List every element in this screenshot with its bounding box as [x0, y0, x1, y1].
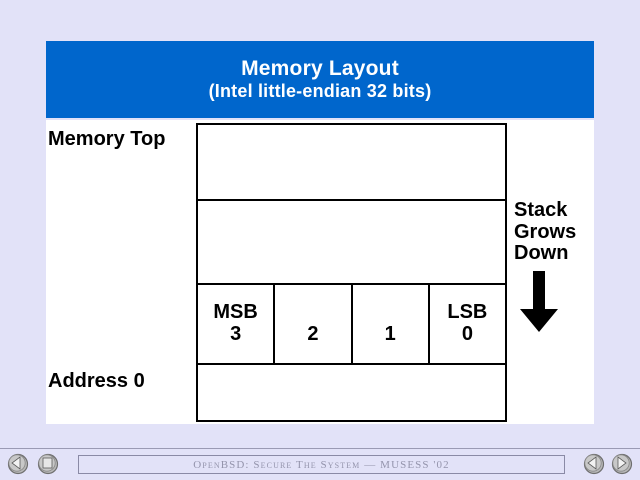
first-page-button[interactable]: [7, 453, 29, 475]
byte-cell-3: MSB 3: [198, 285, 276, 363]
next-page-icon: [611, 453, 633, 475]
slide-title: Memory Layout: [241, 56, 399, 80]
byte-index-1: 1: [384, 322, 396, 345]
address-zero-label: Address 0: [48, 370, 145, 392]
memory-top-label: Memory Top: [48, 128, 166, 150]
byte-index-0: 0: [461, 322, 473, 345]
memory-layout-table: MSB 3 2 1 LSB 0: [196, 123, 507, 422]
slide-content-area: Memory Top Address 0 MSB 3 2 1: [46, 120, 594, 424]
memory-row-empty-middle: [198, 201, 505, 285]
stack-note-line-1: Stack: [514, 199, 568, 221]
stack-note-line-3: Down: [514, 242, 569, 265]
byte-cell-1: 1: [353, 285, 430, 363]
footer-status-box: OpenBSD: Secure The System — MUSESS '02: [78, 455, 565, 474]
first-page-icon: [7, 453, 29, 475]
stop-square-icon: [37, 453, 59, 475]
previous-page-icon: [583, 453, 605, 475]
stack-note-line-2: Grows: [514, 220, 577, 243]
previous-page-button[interactable]: [583, 453, 605, 475]
down-arrow-icon: [520, 270, 558, 332]
byte-index-2: 2: [307, 322, 319, 345]
stack-grows-down-note: Stack Grows Down: [514, 199, 594, 338]
slide-title-bar: Memory Layout (Intel little-endian 32 bi…: [46, 41, 594, 118]
memory-row-bytes: MSB 3 2 1 LSB 0: [198, 285, 505, 365]
slide-subtitle: (Intel little-endian 32 bits): [208, 81, 432, 102]
byte-index-3: 3: [230, 322, 242, 345]
footer-status-text: OpenBSD: Secure The System — MUSESS '02: [193, 458, 450, 471]
byte-cell-2: 2: [275, 285, 353, 363]
footer-divider: [0, 448, 640, 449]
byte-tag-msb: MSB: [213, 300, 258, 323]
byte-cell-0: LSB 0: [430, 285, 505, 363]
slide: Memory Layout (Intel little-endian 32 bi…: [46, 41, 594, 424]
memory-row-empty-top: [198, 125, 505, 201]
byte-tag-lsb: LSB: [447, 300, 488, 323]
next-page-button[interactable]: [611, 453, 633, 475]
index-button[interactable]: [37, 453, 59, 475]
memory-row-empty-bottom: [198, 365, 505, 420]
